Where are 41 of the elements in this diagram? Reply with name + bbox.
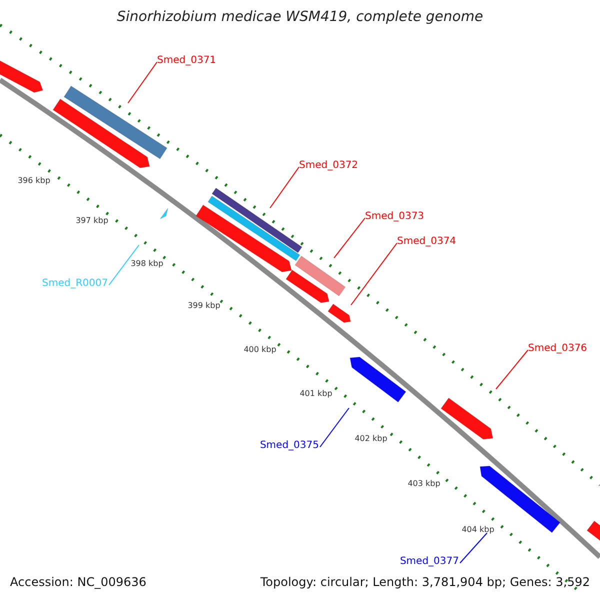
scale-label: 398 kbp	[130, 259, 164, 269]
scale-label: 402 kbp	[354, 434, 388, 444]
gene-label: Smed_0376	[528, 343, 588, 355]
scale-label: 403 kbp	[408, 479, 440, 489]
gene-feature	[480, 466, 560, 534]
leader-line	[108, 244, 140, 286]
gene-label: Smed_0373	[365, 211, 424, 223]
gene-feature	[441, 398, 493, 440]
leader-line	[320, 408, 350, 448]
scale-label: 399 kbp	[188, 301, 220, 311]
genome-info: Accession: NC_009636	[10, 575, 146, 589]
leader-line	[350, 242, 398, 306]
gene-feature	[350, 357, 406, 402]
chart-title: Sinorhizobium medicae WSM419, complete genome	[116, 9, 484, 25]
gene-label: Smed_0375	[260, 440, 319, 452]
gene-feature	[53, 98, 150, 168]
scale-label: 404 kbp	[462, 525, 494, 535]
leader-line	[270, 166, 300, 208]
gene-feature	[64, 86, 168, 158]
scale-label: 400 kbp	[244, 345, 276, 355]
gene-label: Smed_R0007	[42, 278, 108, 290]
gene-feature	[0, 58, 43, 92]
gene-label: Smed_0377	[400, 556, 459, 568]
leader-line	[460, 532, 488, 564]
scale-label: 396 kbp	[18, 176, 50, 186]
gene-feature	[286, 270, 329, 304]
gene-feature	[212, 188, 302, 253]
gene-label: Smed_0372	[299, 160, 358, 172]
gene-feature	[294, 256, 346, 296]
leader-line	[334, 218, 366, 258]
leader-line	[128, 62, 158, 104]
gene-feature	[208, 196, 300, 261]
scale-label: 401 kbp	[300, 389, 332, 399]
scale-label: 397 kbp	[76, 216, 108, 226]
genome-info: Topology: circular; Length: 3,781,904 bp; Genes: 3,592	[260, 575, 590, 589]
gene-label: Smed_0374	[397, 236, 456, 248]
rna-marker	[160, 208, 168, 219]
gene-label: Smed_0371	[157, 55, 216, 67]
gene-feature	[196, 204, 292, 272]
gene-feature	[328, 304, 351, 323]
leader-line	[496, 350, 528, 390]
